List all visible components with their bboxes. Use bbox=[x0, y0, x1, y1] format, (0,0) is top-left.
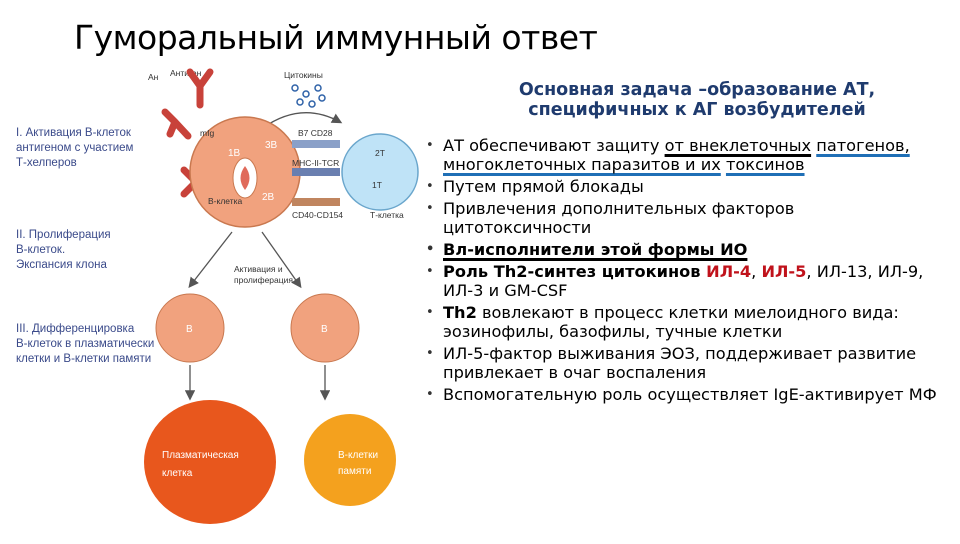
memory-label-2: памяти bbox=[338, 466, 371, 477]
stage3-line3: клетки и В-клетки памяти bbox=[16, 353, 151, 365]
memory-label-1: В-клетки bbox=[338, 450, 378, 461]
bullet-5-text-a: Роль Th2-синтез цитокинов bbox=[443, 262, 707, 281]
plasma-label-1: Плазматическая bbox=[162, 450, 239, 461]
label-2t: 2Т bbox=[375, 148, 385, 158]
bullet-5-il5: ИЛ-5 bbox=[761, 262, 807, 281]
memory-cell bbox=[304, 414, 396, 506]
bullet-5: Роль Th2-синтез цитокинов ИЛ-4, ИЛ-5, ИЛ… bbox=[426, 262, 946, 300]
stage2-line3: Экспансия клона bbox=[16, 259, 107, 271]
cd40-label: CD40-CD154 bbox=[292, 210, 343, 220]
stage3-line1: III. Дифференцировка bbox=[16, 323, 135, 335]
bullet-5-il4: ИЛ-4 bbox=[706, 262, 752, 281]
stage1-line1: I. Активация В-клеток bbox=[16, 127, 132, 139]
b-right-label: В bbox=[321, 324, 328, 335]
bullet-3: Привлечения дополнительных факторов цито… bbox=[426, 199, 946, 237]
mhc-label: MHC-II-TCR bbox=[292, 158, 339, 168]
plasma-label-2: клетка bbox=[162, 468, 193, 479]
label-1b: 1В bbox=[228, 148, 241, 159]
antigen-label: Антиген bbox=[170, 68, 202, 78]
stage2-line1: II. Пролиферация bbox=[16, 229, 111, 241]
plasma-cell bbox=[144, 400, 276, 524]
bullet-1-text-c: патогенов, многоклеточных паразитов и их bbox=[443, 136, 910, 174]
bullet-6-text: вовлекают в процесс клетки миелоидного в… bbox=[443, 303, 899, 341]
bullet-list: АТ обеспечивают защиту от внеклеточных п… bbox=[426, 136, 946, 407]
bullet-8: Вспомогательную роль осуществляет IgE-ак… bbox=[426, 385, 946, 404]
antigen-abbrev: Ан bbox=[148, 72, 159, 82]
arrow-left bbox=[188, 231, 233, 289]
cytokines-label: Цитокины bbox=[284, 70, 323, 80]
b-cell-antigen-icon bbox=[240, 166, 250, 190]
b-cell-right bbox=[290, 293, 360, 363]
t-cell bbox=[341, 133, 419, 211]
mhc-receptor bbox=[292, 168, 340, 176]
mig-label: mIg bbox=[200, 128, 214, 138]
bullet-2: Путем прямой блокады bbox=[426, 177, 946, 196]
cd40-receptor bbox=[292, 198, 340, 206]
b-cell-left bbox=[155, 293, 225, 363]
b7-receptor bbox=[292, 140, 340, 148]
b-left-label: В bbox=[186, 324, 193, 335]
label-3b: 3В bbox=[265, 140, 278, 151]
label-2b: 2В bbox=[262, 192, 275, 203]
t-cell-label: Т-клетка bbox=[370, 210, 404, 220]
bullet-1-text-a: АТ обеспечивают защиту bbox=[443, 136, 665, 155]
stage2-line2: В-клеток. bbox=[16, 244, 65, 256]
b-cell-label: В-клетка bbox=[208, 196, 243, 206]
bullet-1: АТ обеспечивают защиту от внеклеточных п… bbox=[426, 136, 946, 174]
bullet-5-text-e: , ИЛ-13, ИЛ-9, ИЛ-3 и GM-CSF bbox=[443, 262, 924, 300]
stage3-line2: В-клеток в плазматически bbox=[16, 338, 154, 350]
bullet-7: ИЛ-5-фактор выживания ЭОЗ, поддерживает … bbox=[426, 344, 946, 382]
subtitle: Основная задача –образование АТ, специфи… bbox=[518, 80, 876, 120]
page-title: Гуморальный иммунный ответ bbox=[74, 18, 598, 57]
bullet-1-text-b: от внеклеточных bbox=[664, 136, 812, 155]
bullet-5-comma: , bbox=[751, 262, 762, 281]
bullet-1-text-d: токсинов bbox=[725, 155, 805, 174]
stage1-line3: Т-хелперов bbox=[16, 157, 77, 169]
bullet-6: Th2 вовлекают в процесс клетки миелоидно… bbox=[426, 303, 946, 341]
arrow-right bbox=[261, 231, 302, 289]
immune-response-diagram: I. Активация В-клеток антигеном с участи… bbox=[0, 60, 440, 540]
bullet-6-th2: Th2 bbox=[443, 303, 477, 322]
label-1t: 1Т bbox=[372, 180, 382, 190]
b7-label: В7 CD28 bbox=[298, 128, 333, 138]
stage1-line2: антигеном с участием bbox=[16, 142, 134, 154]
diagram-svg: I. Активация В-клеток антигеном с участи… bbox=[16, 68, 419, 524]
activation-label-2: пролиферация bbox=[234, 275, 293, 285]
activation-label-1: Активация и bbox=[234, 264, 283, 274]
bullet-4-text: Вл-исполнители этой формы ИО bbox=[443, 240, 748, 259]
cytokine-dots-icon bbox=[291, 84, 326, 108]
bullet-4: Вл-исполнители этой формы ИО bbox=[426, 240, 946, 259]
